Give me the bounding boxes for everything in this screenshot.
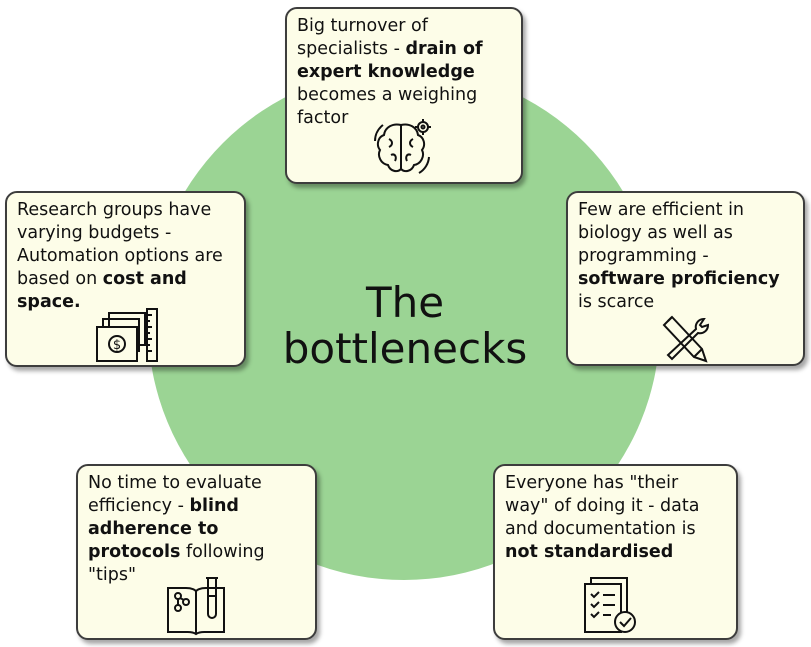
- box-text-pre: No time to evaluate efficiency -: [88, 473, 262, 516]
- checklist-document-icon: [584, 577, 636, 633]
- svg-text:$: $: [113, 338, 121, 353]
- box-text-pre: Research groups have varying budgets - A…: [17, 200, 223, 289]
- wrench-pencil-icon: [662, 315, 709, 363]
- money-ruler-icon: $: [96, 308, 158, 362]
- brain-gears-icon: [374, 119, 431, 174]
- box-text-bold: cost and space.: [17, 269, 187, 312]
- box-text-pre: Everyone has "their way" of doing it - d…: [505, 473, 700, 539]
- box-text-pre: Few are efficient in biology as well as …: [578, 200, 745, 266]
- box-text-post: becomes a weighing factor: [297, 85, 478, 128]
- box-text-bold: drain of expert knowledge: [297, 39, 483, 82]
- box-cost-and-space: Research groups have varying budgets - A…: [5, 191, 246, 367]
- box-expert-knowledge: Big turnover of specialists - drain of e…: [285, 7, 523, 184]
- box-text-pre: Big turnover of specialists -: [297, 16, 428, 59]
- title-line-2: bottlenecks: [282, 324, 528, 373]
- box-text-bold: not standardised: [505, 542, 674, 562]
- title-line-1: The: [365, 278, 445, 327]
- box-text-bold: software proficiency: [578, 269, 780, 289]
- box-text-post: is scarce: [578, 292, 655, 312]
- lab-protocol-icon: [167, 577, 225, 636]
- box-blind-adherence: No time to evaluate efficiency - blind a…: [76, 464, 317, 640]
- box-text-bold: blind adherence to protocols: [88, 496, 239, 562]
- box-text-post: following "tips": [88, 542, 265, 585]
- box-not-standardised: Everyone has "their way" of doing it - d…: [493, 464, 738, 640]
- box-software-proficiency: Few are efficient in biology as well as …: [566, 191, 805, 366]
- diagram-title: The bottlenecks: [250, 280, 560, 372]
